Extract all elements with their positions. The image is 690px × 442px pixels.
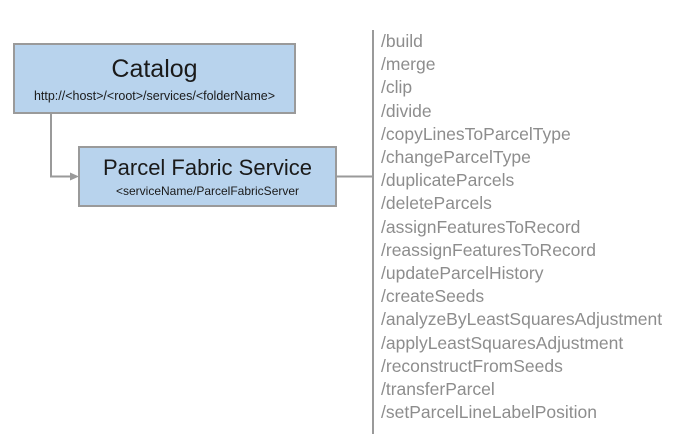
node-parcel-fabric-service-subtitle: <serviceName/ParcelFabricServer xyxy=(115,184,300,199)
endpoint-item[interactable]: /deleteParcels xyxy=(381,193,492,214)
node-parcel-fabric-service[interactable]: Parcel Fabric Service <serviceName/Parce… xyxy=(78,146,337,207)
endpoint-item[interactable]: /assignFeaturesToRecord xyxy=(381,216,581,237)
connector-catalog-to-service xyxy=(50,114,70,178)
node-catalog-title: Catalog xyxy=(111,54,198,83)
endpoint-item[interactable]: /analyzeByLeastSquaresAdjustment xyxy=(381,309,663,330)
node-catalog-subtitle: http://<host>/<root>/services/<folderNam… xyxy=(33,89,276,104)
endpoint-item[interactable]: /reassignFeaturesToRecord xyxy=(381,239,596,260)
endpoint-item[interactable]: /copyLinesToParcelType xyxy=(381,123,571,144)
endpoint-list: /build/merge/clip/divide/copyLinesToParc… xyxy=(381,30,681,424)
endpoint-item[interactable]: /reconstructFromSeeds xyxy=(381,355,563,376)
endpoint-item[interactable]: /build xyxy=(381,31,423,51)
endpoint-item[interactable]: /merge xyxy=(381,54,436,75)
node-parcel-fabric-service-title: Parcel Fabric Service xyxy=(102,154,313,180)
endpoint-item[interactable]: /transferParcel xyxy=(381,379,495,400)
endpoint-item[interactable]: /duplicateParcels xyxy=(381,170,515,191)
endpoint-item[interactable]: /clip xyxy=(381,77,413,98)
endpoint-item[interactable]: /divide xyxy=(381,100,432,121)
endpoint-item[interactable]: /changeParcelType xyxy=(381,147,531,168)
endpoint-item[interactable]: /createSeeds xyxy=(381,286,485,307)
node-catalog[interactable]: Catalog http://<host>/<root>/services/<f… xyxy=(13,43,296,114)
endpoint-item[interactable]: /updateParcelHistory xyxy=(381,263,544,284)
endpoint-item[interactable]: /applyLeastSquaresAdjustment xyxy=(381,332,624,353)
endpoint-item[interactable]: /setParcelLineLabelPosition xyxy=(381,402,597,423)
